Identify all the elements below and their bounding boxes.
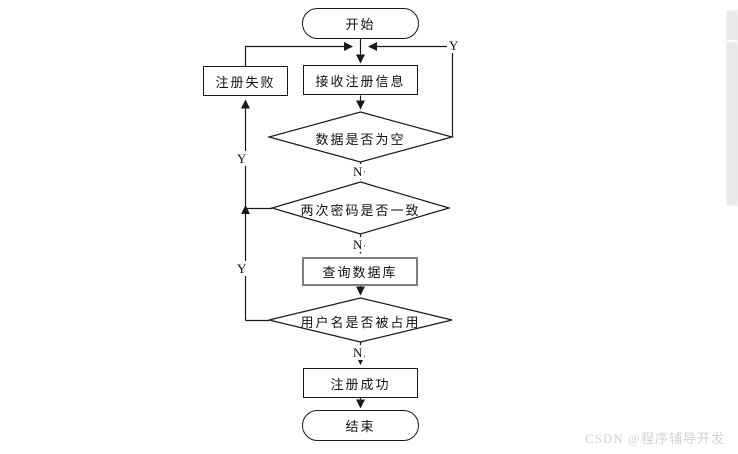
scrollbar-separator <box>727 40 737 42</box>
scrollbar-track[interactable] <box>726 10 738 206</box>
node-register-fail: 注册失败 <box>203 66 288 96</box>
node-check-password-match-label: 两次密码是否一致 <box>300 203 421 218</box>
edge-label-empty-no: N <box>351 164 365 179</box>
node-register-success: 注册成功 <box>303 368 418 398</box>
node-query-database: 查询数据库 <box>302 257 418 286</box>
edge-label-empty-yes: Y <box>447 38 461 53</box>
edge-label-username-yes: Y <box>235 261 249 276</box>
watermark: CSDN @程序辅导开发 <box>585 431 725 446</box>
node-receive-info: 接收注册信息 <box>303 65 418 95</box>
node-start: 开始 <box>302 8 419 39</box>
edge-label-password-yes: Y <box>235 151 249 166</box>
edge-label-password-no: N <box>351 237 365 252</box>
node-check-username-taken-label: 用户名是否被占用 <box>300 315 421 330</box>
node-check-data-empty-label: 数据是否为空 <box>315 132 406 147</box>
node-end: 结束 <box>302 410 419 441</box>
edge-label-username-no: N <box>351 345 365 360</box>
